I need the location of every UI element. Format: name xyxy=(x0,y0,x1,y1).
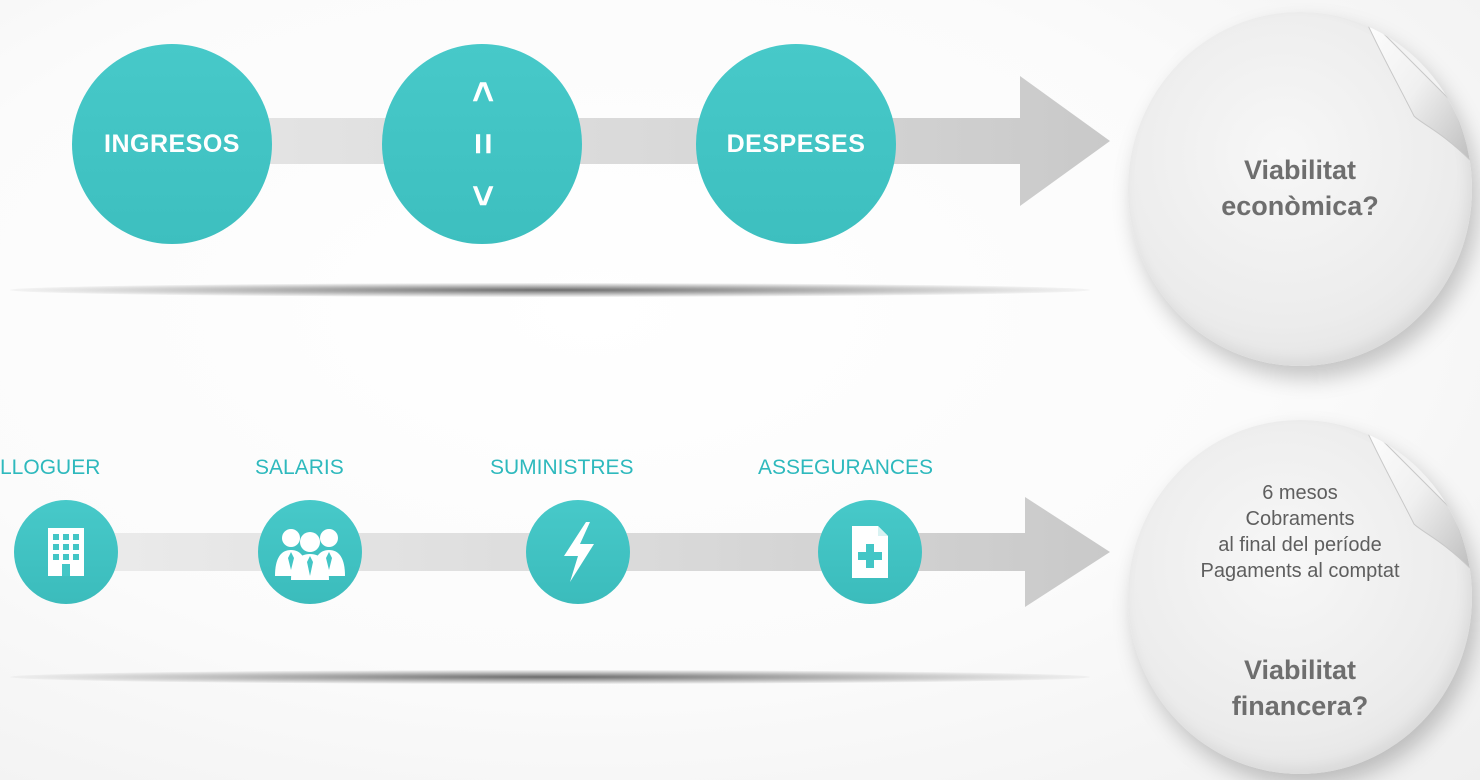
title-line-2: financera? xyxy=(1231,691,1369,721)
note-line-1: 6 mesos xyxy=(1262,482,1338,504)
ingresos-circle: INGRESOS xyxy=(72,44,272,244)
suministres-circle xyxy=(526,500,630,604)
ingresos-label: INGRESOS xyxy=(104,129,240,158)
viabilitat-financera-title: Viabilitat financera? xyxy=(1128,652,1472,724)
lloguer-circle xyxy=(14,500,118,604)
viabilitat-financera-sticker: 6 mesos Cobraments al final del període … xyxy=(1128,420,1472,774)
assegurances-label: ASSEGURANCES xyxy=(758,456,934,479)
row1-shadow xyxy=(10,283,1090,297)
suministres-label: SUMINISTRES xyxy=(490,456,634,479)
despeses-circle: DESPESES xyxy=(696,44,896,244)
title-line-1: Viabilitat xyxy=(1243,655,1357,685)
note-line-2: Cobraments xyxy=(1245,508,1355,530)
document-plus-icon xyxy=(852,526,888,578)
lloguer-label: LLOGUER xyxy=(0,456,101,479)
less-than-symbol: < xyxy=(460,80,503,104)
title-line-2: econòmica? xyxy=(1221,191,1379,221)
comparison-circle: < = > xyxy=(382,44,582,244)
title-line-1: Viabilitat xyxy=(1243,155,1357,185)
page-curl-icon xyxy=(1361,420,1472,571)
assegurances-circle xyxy=(818,500,922,604)
row2-shadow xyxy=(10,670,1090,684)
note-line-3: al final del període xyxy=(1218,534,1382,556)
row1-arrow xyxy=(170,76,1110,206)
salaris-circle xyxy=(258,500,362,604)
page-curl-icon xyxy=(1361,12,1472,163)
financial-conditions: 6 mesos Cobraments al final del període … xyxy=(1128,480,1472,584)
viabilitat-economica-title: Viabilitat econòmica? xyxy=(1128,152,1472,224)
people-icon xyxy=(275,529,345,580)
building-icon xyxy=(48,528,84,576)
greater-than-symbol: > xyxy=(460,184,503,208)
viabilitat-economica-sticker: Viabilitat econòmica? xyxy=(1128,12,1472,366)
note-line-4: Pagaments al comptat xyxy=(1200,560,1400,582)
comparison-symbols: < = > xyxy=(461,66,503,222)
lightning-icon xyxy=(564,522,594,582)
salaris-label: SALARIS xyxy=(255,456,344,479)
despeses-label: DESPESES xyxy=(726,129,866,158)
equals-symbol: = xyxy=(460,132,503,156)
